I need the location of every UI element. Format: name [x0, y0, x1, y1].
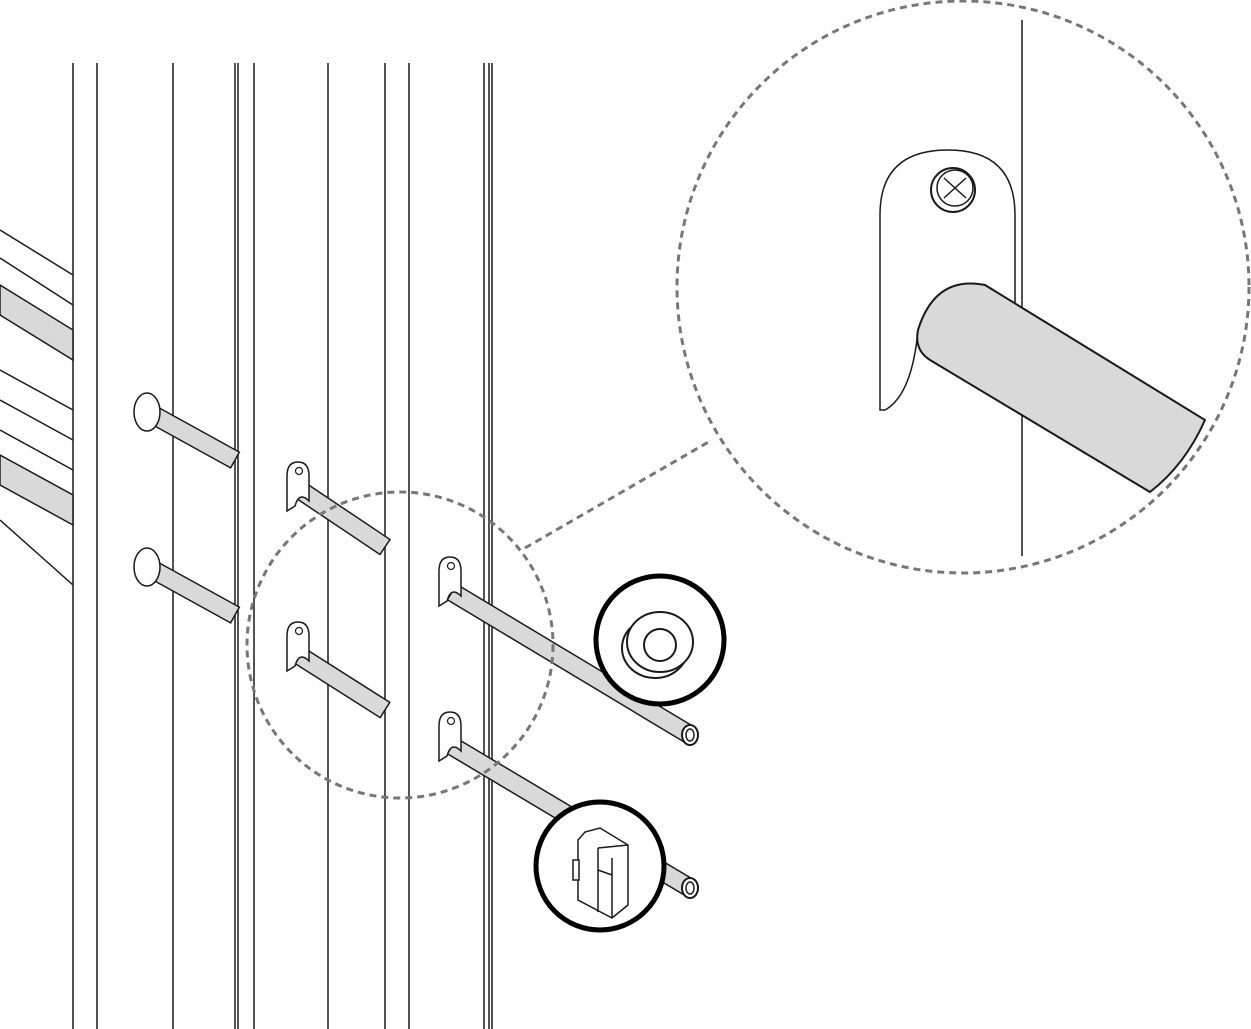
- wall-bracket: [438, 711, 462, 763]
- frame-uprights: [72, 63, 493, 1029]
- screw-icon: [294, 466, 304, 476]
- rail-line: [0, 369, 74, 411]
- screw-icon: [446, 716, 456, 726]
- brackets: [133, 392, 462, 763]
- left-rails: [0, 229, 74, 586]
- screw-icon: [446, 561, 456, 571]
- wall-bracket: [438, 556, 462, 608]
- detail-rod: [916, 282, 1207, 494]
- rod-end-hole: [685, 728, 695, 742]
- bracket-plate: [879, 149, 1016, 411]
- wall-flange: [133, 392, 161, 432]
- screw-icon: [930, 167, 976, 213]
- rail-line: [0, 429, 74, 471]
- wall-bracket: [286, 461, 310, 513]
- wall-bracket: [286, 621, 310, 673]
- wall-flange: [133, 547, 161, 587]
- rail-line: [0, 399, 74, 441]
- detail-area-circle: [245, 490, 555, 800]
- rail-line: [0, 519, 74, 586]
- rod-end-hole: [685, 881, 695, 895]
- ring-spacer-callout: [593, 573, 727, 707]
- callout-connector: [524, 438, 713, 550]
- zoom-detail-callout: [675, 0, 1251, 575]
- end-clip-callout: [533, 799, 667, 933]
- screw-icon: [294, 626, 304, 636]
- rail-line: [0, 257, 74, 306]
- rail-rod: [0, 284, 74, 362]
- rail-line: [0, 229, 74, 276]
- rail-rod: [0, 454, 74, 527]
